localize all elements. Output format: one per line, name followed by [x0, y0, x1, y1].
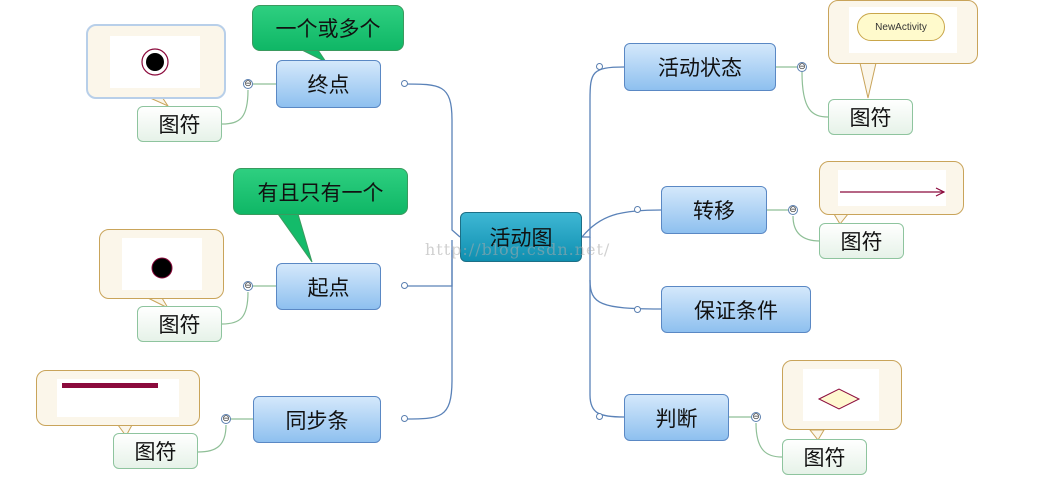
link-start-tag	[221, 285, 276, 325]
connector-transition	[581, 209, 662, 238]
callout-tail-start	[277, 213, 313, 263]
collapse-start-icon[interactable]: ⊖	[243, 280, 253, 291]
tag-start[interactable]: 图符	[137, 306, 222, 342]
node-end[interactable]: 终点	[276, 60, 381, 108]
node-sync-bar[interactable]: 同步条	[253, 396, 381, 443]
link-end-tag	[221, 83, 276, 125]
connector-dot-start	[401, 282, 408, 289]
link-state-tag	[776, 66, 829, 118]
callout-exactly-one: 有且只有一个	[233, 168, 408, 215]
new-activity-icon: NewActivity	[857, 13, 945, 41]
collapse-decision-icon[interactable]: ⊖	[751, 411, 761, 422]
connector-activity-state	[582, 66, 625, 238]
connector-dot-state	[596, 63, 603, 70]
filled-start-node-icon	[151, 257, 173, 279]
tag-decision[interactable]: 图符	[782, 439, 867, 475]
connector-sync	[403, 250, 453, 420]
note-decision-icon	[782, 360, 902, 430]
connector-dot-end	[401, 80, 408, 87]
connector-decision	[589, 280, 625, 418]
bullseye-end-node-icon	[141, 48, 169, 76]
node-activity-state[interactable]: 活动状态	[624, 43, 776, 91]
node-transition[interactable]: 转移	[661, 186, 767, 234]
connector-dot-transition	[634, 206, 641, 213]
link-decision-tag	[729, 416, 783, 458]
link-transition-tag	[767, 209, 821, 242]
note-end-icon	[86, 24, 226, 99]
node-decision[interactable]: 判断	[624, 394, 729, 441]
connector-end	[403, 83, 461, 238]
connector-dot-decision	[596, 413, 603, 420]
tag-end[interactable]: 图符	[137, 106, 222, 142]
note-tail-decision	[808, 429, 825, 441]
collapse-sync-icon[interactable]: ⊖	[221, 413, 231, 424]
note-tail-state	[859, 62, 877, 99]
connector-dot-guard	[634, 306, 641, 313]
root-node-activity-diagram[interactable]: 活动图	[460, 212, 582, 262]
connector-start	[404, 240, 453, 287]
sync-bar-icon	[62, 383, 158, 388]
note-transition-icon	[819, 161, 964, 215]
node-guard-condition[interactable]: 保证条件	[661, 286, 811, 333]
tag-sync[interactable]: 图符	[113, 433, 198, 469]
callout-one-or-more: 一个或多个	[252, 5, 404, 51]
tag-state[interactable]: 图符	[828, 99, 913, 135]
tag-transition[interactable]: 图符	[819, 223, 904, 259]
decision-diamond-icon	[817, 388, 861, 410]
node-start[interactable]: 起点	[276, 263, 381, 310]
transition-arrow-icon	[840, 187, 946, 197]
collapse-transition-icon[interactable]: ⊖	[788, 204, 798, 215]
note-state-icon: NewActivity	[828, 0, 978, 64]
collapse-state-icon[interactable]: ⊖	[797, 61, 807, 72]
connector-guard	[589, 237, 662, 310]
note-start-icon	[99, 229, 224, 299]
connector-dot-sync	[401, 415, 408, 422]
collapse-end-icon[interactable]: ⊖	[243, 78, 253, 89]
note-sync-icon	[36, 370, 200, 426]
